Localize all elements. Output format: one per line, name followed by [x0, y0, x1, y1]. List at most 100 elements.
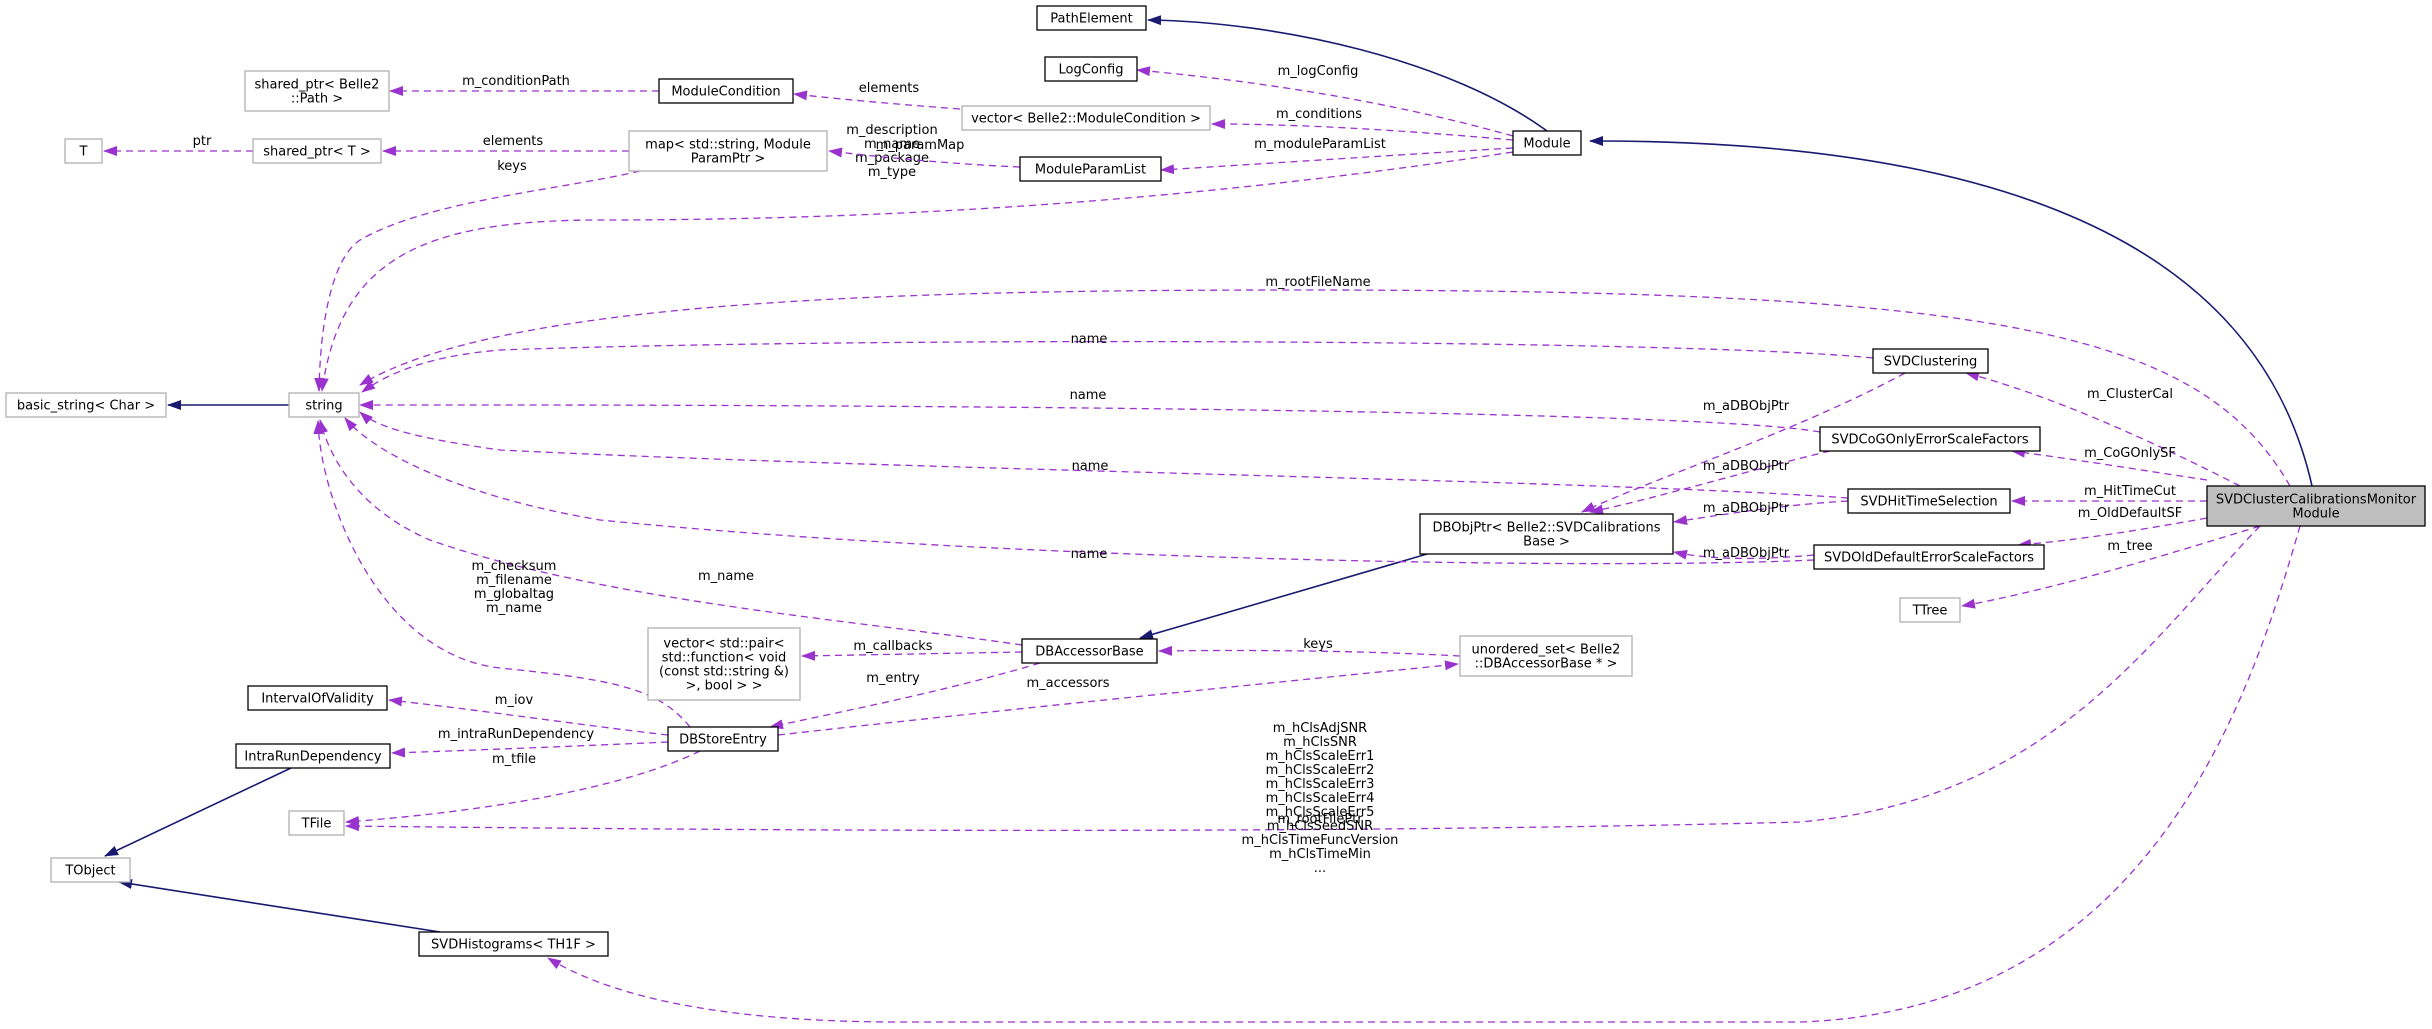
edge-label-monitor-to-ttree: m_tree — [2107, 539, 2152, 554]
class-node-vector-pair[interactable]: vector< std::pair<std::function< void(co… — [647, 627, 801, 701]
edge-label-monitor-to-svdco-gonly: m_CoGOnlySF — [2084, 446, 2176, 461]
node-label: string — [305, 399, 342, 414]
node-label: vector< Belle2::ModuleCondition > — [971, 112, 1201, 127]
member-edge-monitor-to-tfile — [345, 525, 2261, 832]
inheritance-edge-module-to-path-element — [1147, 15, 1548, 132]
edge-label-svdold-default-to-dbobj-ptr: m_aDBObjPtr — [1703, 546, 1790, 561]
inheritance-edge-monitor-to-module — [1589, 135, 2313, 487]
member-edge-vector-module-condition-to-module-condition — [793, 90, 961, 110]
node-box — [288, 392, 360, 418]
node-box — [2206, 485, 2426, 527]
node-box — [1512, 130, 1582, 156]
edge-label-module-to-vector-module-condition: m_conditions — [1276, 107, 1362, 122]
member-edge-module-param-list-to-map-param — [828, 147, 1021, 168]
edge-label-monitor-to-svdhit-time: m_HitTimeCut — [2084, 484, 2176, 499]
member-edge-svdhit-time-to-string — [359, 411, 1849, 499]
node-label: shared_ptr< T > — [263, 145, 370, 160]
node-box — [961, 105, 1211, 131]
node-box — [1419, 513, 1674, 555]
node-box — [288, 810, 345, 836]
class-node-svdold-default[interactable]: SVDOldDefaultErrorScaleFactors — [1813, 544, 2045, 570]
node-label: IntraRunDependency — [244, 750, 382, 765]
node-label: TTree — [1912, 604, 1948, 619]
member-edge-svdold-default-to-string — [344, 417, 1815, 565]
class-node-ttree[interactable]: TTree — [1899, 597, 1961, 623]
class-node-module-param-list[interactable]: ModuleParamList — [1019, 156, 1162, 182]
node-label: unordered_set< Belle2::DBAccessorBase * … — [1472, 643, 1621, 672]
edge-label-dbstore-entry-to-unordered-set: m_accessors — [1026, 676, 1109, 691]
class-node-shared-path[interactable]: shared_ptr< Belle2::Path > — [244, 70, 390, 112]
member-edge-monitor-to-svdold-default — [2017, 517, 2208, 549]
edge-label-monitor-to-tfile: m_rootFilePtr — [1277, 812, 1363, 827]
class-node-tobject[interactable]: TObject — [50, 857, 131, 883]
member-edge-monitor-to-svdco-gonly — [2011, 447, 2208, 481]
class-node-dbaccessor-base[interactable]: DBAccessorBase — [1021, 638, 1158, 664]
node-box — [1872, 348, 1989, 374]
member-edge-monitor-to-svdhistograms — [547, 525, 2301, 1023]
class-node-path-element[interactable]: PathElement — [1036, 5, 1147, 31]
class-node-svdhit-time[interactable]: SVDHitTimeSelection — [1847, 488, 2011, 514]
class-node-unordered-set[interactable]: unordered_set< Belle2::DBAccessorBase * … — [1459, 635, 1633, 677]
node-label: LogConfig — [1059, 63, 1124, 78]
member-edge-dbstore-entry-to-intra-run-dependency — [391, 741, 669, 758]
node-box — [252, 138, 382, 164]
class-node-module[interactable]: Module — [1512, 130, 1582, 156]
node-label: SVDHitTimeSelection — [1860, 495, 1997, 510]
node-label: ModuleCondition — [671, 85, 780, 100]
member-edge-module-to-log-config — [1136, 66, 1514, 137]
node-box — [1813, 544, 2045, 570]
class-node-basic-string[interactable]: basic_string< Char > — [5, 392, 167, 418]
node-label: SVDCoGOnlyErrorScaleFactors — [1831, 433, 2028, 448]
node-box — [1847, 488, 2011, 514]
class-node-dbstore-entry[interactable]: DBStoreEntry — [667, 726, 779, 752]
class-node-shared-t[interactable]: shared_ptr< T > — [252, 138, 382, 164]
class-node-module-condition[interactable]: ModuleCondition — [658, 78, 794, 104]
node-box — [418, 931, 609, 957]
class-node-string[interactable]: string — [288, 392, 360, 418]
edge-label-dbaccessor-base-to-vector-pair: m_callbacks — [853, 639, 932, 654]
class-node-intra-run-dependency[interactable]: IntraRunDependency — [235, 743, 391, 769]
inheritance-edge-svdhistograms-to-tobject — [118, 879, 441, 933]
node-box — [647, 627, 801, 701]
class-node-interval-of-validity[interactable]: IntervalOfValidity — [247, 685, 388, 711]
member-edge-dbstore-entry-to-unordered-set — [777, 660, 1459, 736]
class-node-svdclustering[interactable]: SVDClustering — [1872, 348, 1989, 374]
node-label: TObject — [64, 864, 115, 879]
member-edge-svdclustering-to-dbobj-ptr — [1581, 372, 1906, 513]
node-label: T — [79, 145, 88, 160]
member-edge-module-to-vector-module-condition — [1211, 119, 1514, 141]
node-box — [1021, 638, 1158, 664]
node-box — [244, 70, 390, 112]
node-box — [5, 392, 167, 418]
node-box — [1019, 156, 1162, 182]
class-node-t[interactable]: T — [64, 138, 103, 164]
class-node-svdco-gonly[interactable]: SVDCoGOnlyErrorScaleFactors — [1819, 426, 2041, 452]
edge-label-dbstore-entry-to-tfile: m_tfile — [492, 752, 536, 767]
node-label: shared_ptr< Belle2::Path > — [255, 78, 380, 107]
class-node-log-config[interactable]: LogConfig — [1044, 56, 1138, 82]
class-node-tfile[interactable]: TFile — [288, 810, 345, 836]
node-box — [1036, 5, 1147, 31]
node-label: DBStoreEntry — [679, 733, 767, 748]
inheritance-edge-dbobj-ptr-to-dbaccessor-base — [1139, 553, 1428, 640]
member-edge-unordered-set-to-dbaccessor-base — [1158, 645, 1461, 657]
node-label: SVDHistograms< TH1F > — [431, 938, 596, 953]
edge-label-svdold-default-to-string: name — [1071, 547, 1108, 562]
edge-label-svdco-gonly-to-dbobj-ptr: m_aDBObjPtr — [1703, 459, 1790, 474]
edge-label-map-param-to-string: keys — [497, 159, 527, 174]
node-box — [1044, 56, 1138, 82]
node-label: vector< std::pair<std::function< void(co… — [659, 637, 789, 694]
edges-layer: m_logConfigm_conditionsm_moduleParamList… — [103, 15, 2313, 1023]
class-node-vector-module-condition[interactable]: vector< Belle2::ModuleCondition > — [961, 105, 1211, 131]
member-edge-svdco-gonly-to-string — [359, 400, 1821, 433]
member-edge-module-to-module-param-list — [1160, 147, 1514, 175]
class-node-svdhistograms[interactable]: SVDHistograms< TH1F > — [418, 931, 609, 957]
edge-label-module-condition-to-shared-path: m_conditionPath — [462, 74, 570, 89]
edge-label-map-param-to-shared-t: elements — [483, 134, 544, 149]
edge-label-svdco-gonly-to-string: name — [1070, 388, 1107, 403]
